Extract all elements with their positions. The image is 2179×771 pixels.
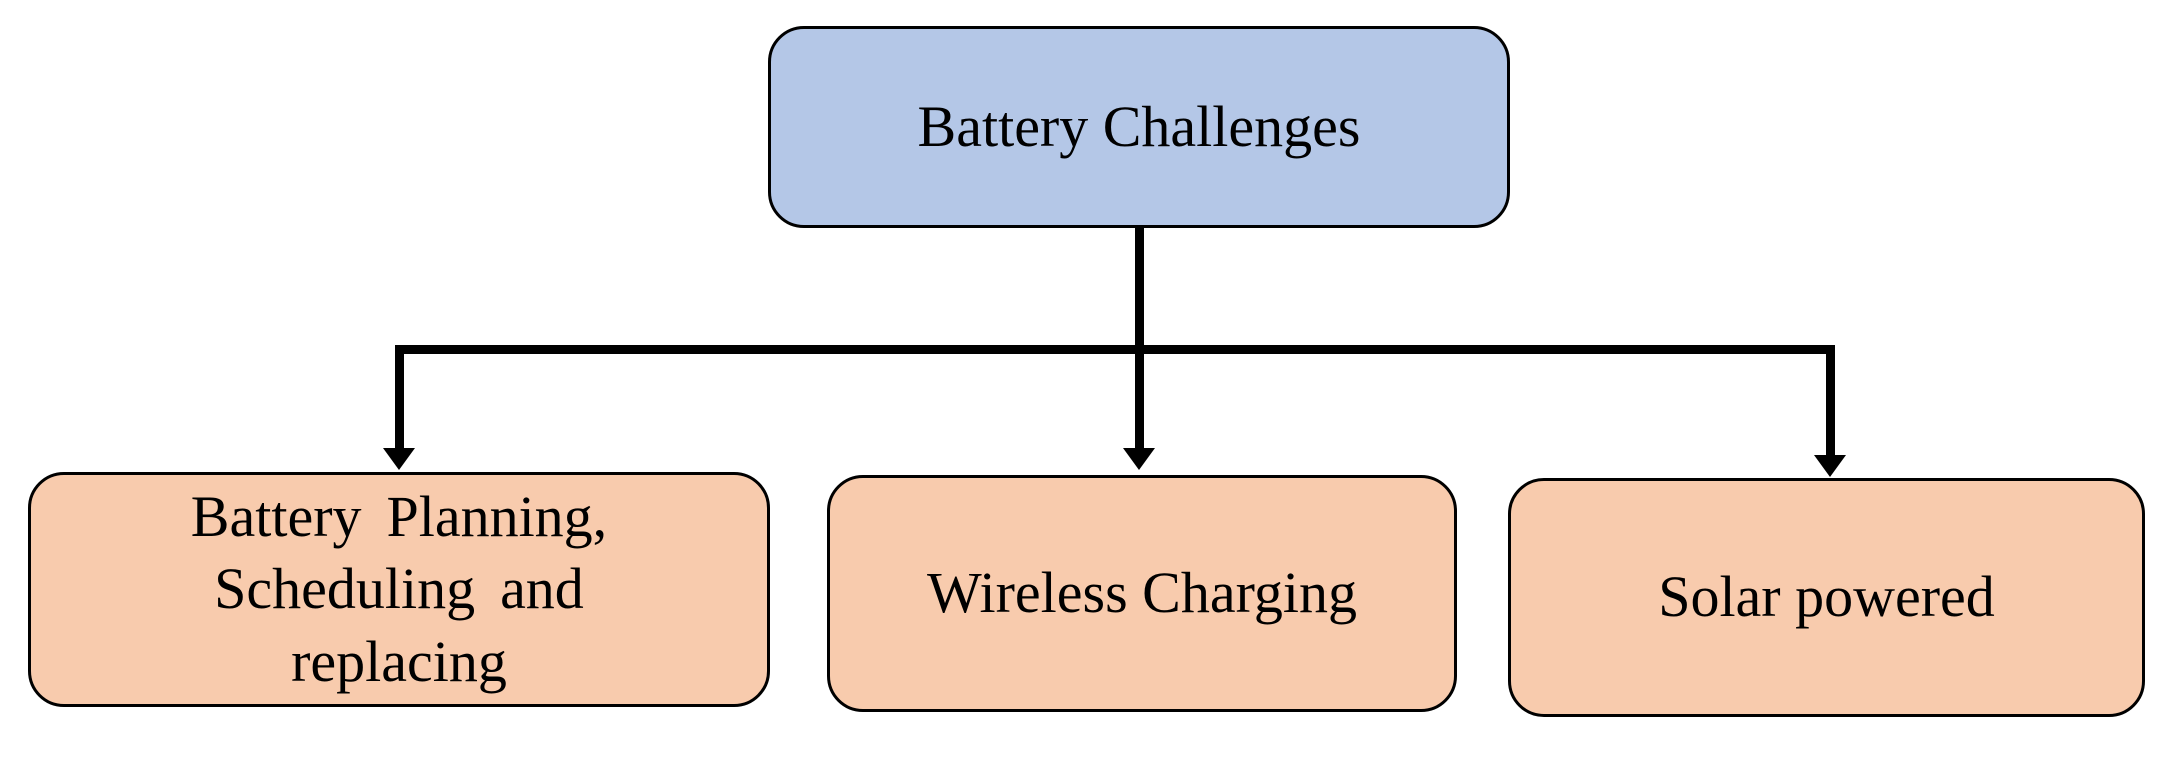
connector-horizontal-bar — [395, 345, 1835, 354]
node-battery-planning-label: Battery Planning, Scheduling and replaci… — [190, 483, 608, 694]
node-battery-challenges-label: Battery Challenges — [917, 93, 1361, 159]
node-solar-powered: Solar powered — [1508, 478, 2145, 717]
connector-drop-left — [395, 345, 404, 449]
node-wireless-charging: Wireless Charging — [827, 475, 1457, 712]
node-battery-challenges: Battery Challenges — [768, 26, 1510, 228]
node-battery-planning-scheduling-replacing: Battery Planning, Scheduling and replaci… — [28, 472, 770, 707]
arrowhead-down-icon — [1814, 455, 1846, 477]
node-wireless-charging-label: Wireless Charging — [927, 560, 1357, 626]
connector-drop-right — [1826, 345, 1835, 456]
connector-stem-from-root — [1135, 227, 1144, 347]
connector-drop-middle — [1135, 345, 1144, 449]
arrowhead-down-icon — [1123, 448, 1155, 470]
node-solar-powered-label: Solar powered — [1658, 564, 1995, 630]
arrowhead-down-icon — [383, 448, 415, 470]
